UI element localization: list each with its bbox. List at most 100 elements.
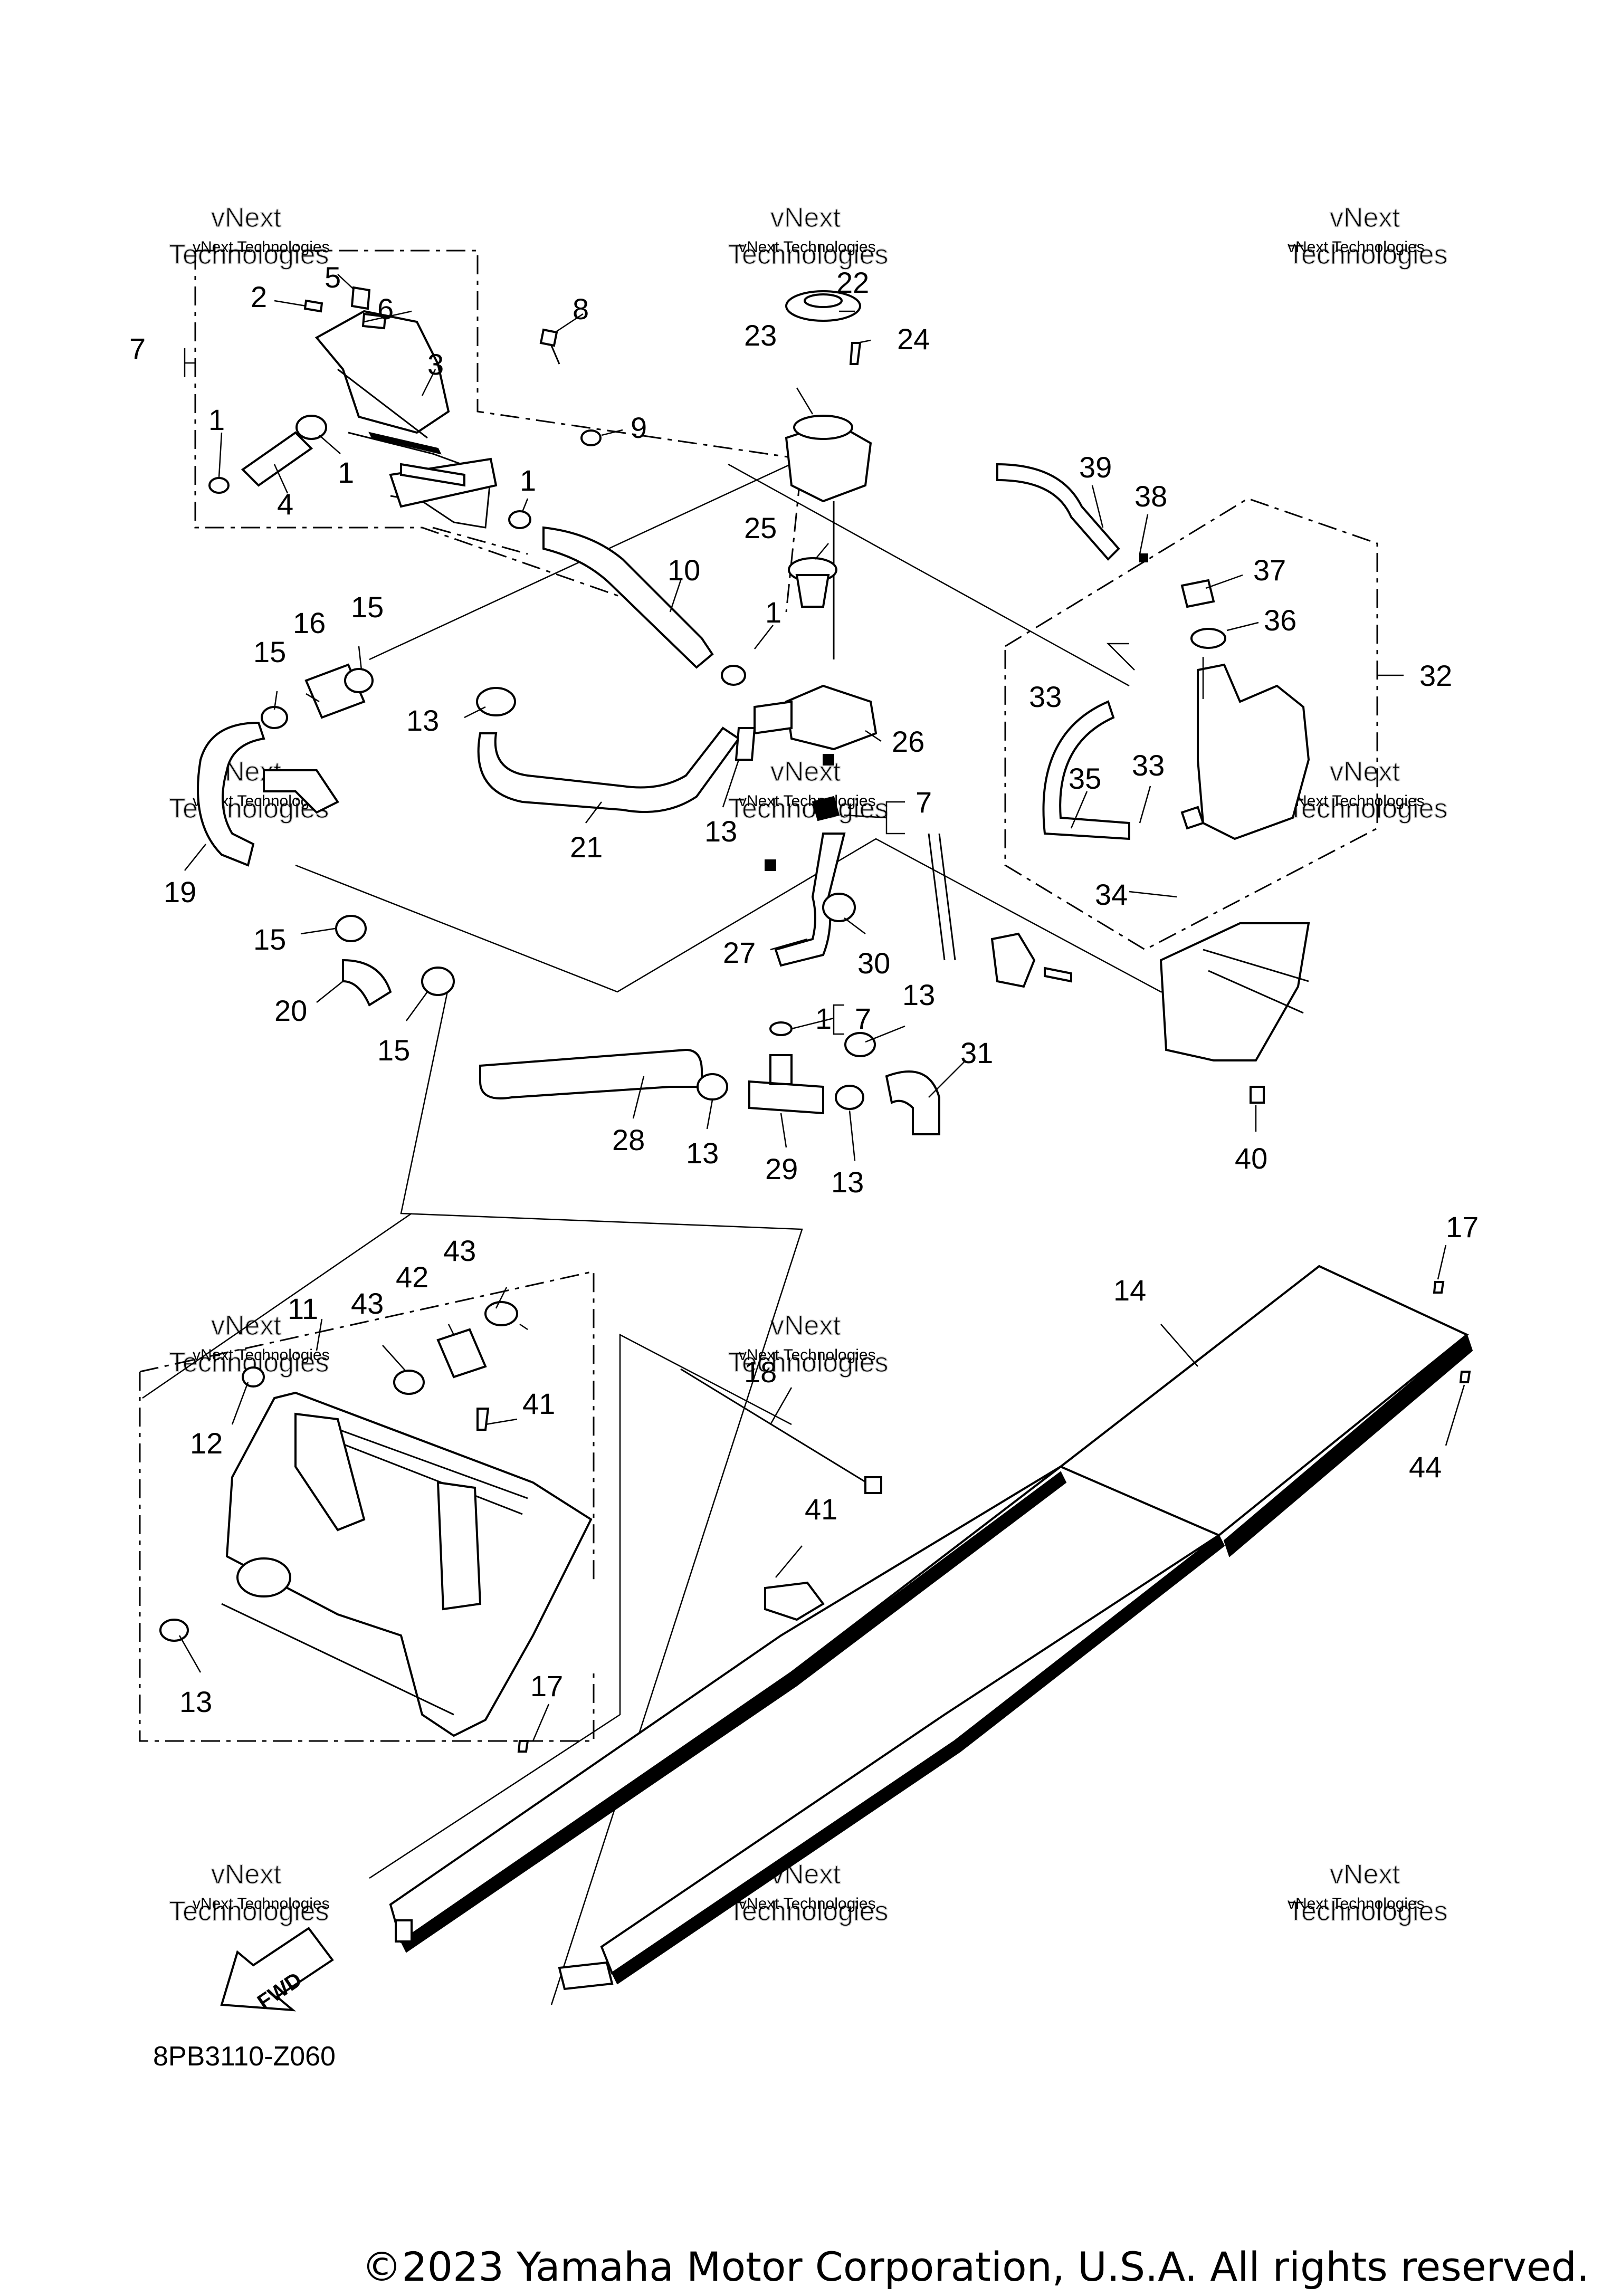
assembly-line bbox=[142, 1212, 412, 1399]
callout-label: 4 bbox=[277, 487, 293, 521]
leader-lines bbox=[178, 274, 1465, 1742]
copyright-notice: ©2023 Yamaha Motor Corporation, U.S.A. A… bbox=[361, 2243, 1589, 2290]
svg-text:Technologies: Technologies bbox=[728, 1896, 889, 1927]
callout-label: 41 bbox=[805, 1493, 837, 1526]
radiator-group-boundary bbox=[139, 1270, 595, 1742]
clamp-part bbox=[476, 687, 516, 716]
callout-label: 13 bbox=[406, 704, 439, 737]
callout-label: 14 bbox=[1113, 1274, 1146, 1307]
callout-label: 15 bbox=[351, 590, 384, 624]
callout-label: 18 bbox=[744, 1355, 777, 1389]
callout-label: 42 bbox=[396, 1260, 428, 1294]
svg-text:Technologies: Technologies bbox=[169, 1896, 329, 1927]
svg-text:vNext: vNext bbox=[211, 1859, 281, 1890]
bracket-part bbox=[928, 833, 1072, 988]
callout-label: 24 bbox=[897, 322, 930, 356]
callout-label: 12 bbox=[190, 1427, 223, 1460]
callout-label: 27 bbox=[723, 936, 756, 969]
thermostat-housing-part bbox=[754, 684, 878, 821]
svg-text:vNext Technologies: vNext Technologies bbox=[1288, 238, 1425, 256]
svg-text:vNext: vNext bbox=[1330, 203, 1400, 233]
callout-label: 35 bbox=[1069, 762, 1101, 795]
callout-label: 38 bbox=[1134, 480, 1167, 513]
cooling-channel-part bbox=[389, 1265, 1473, 1991]
watermark: vNext Technologies vNext Technologies bbox=[728, 1310, 889, 1379]
callout-label: 13 bbox=[902, 978, 935, 1011]
parts bbox=[159, 286, 1473, 1991]
svg-text:Technologies: Technologies bbox=[1288, 240, 1448, 270]
hose-part bbox=[479, 1048, 703, 1099]
svg-text:Technologies: Technologies bbox=[728, 240, 889, 270]
callout-label: 7 bbox=[916, 786, 932, 819]
assembly-line bbox=[519, 1323, 528, 1331]
clamp-part bbox=[697, 1021, 876, 1110]
group-7-boundary bbox=[194, 250, 803, 613]
callout-label: 1 bbox=[815, 1002, 832, 1035]
svg-text:vNext Technologies: vNext Technologies bbox=[193, 238, 330, 256]
clamp-part bbox=[208, 415, 746, 686]
hose-group-part bbox=[197, 663, 455, 1007]
svg-text:vNext: vNext bbox=[770, 203, 841, 233]
callout-label: 43 bbox=[443, 1234, 476, 1267]
svg-text:vNext Technologies: vNext Technologies bbox=[739, 1895, 876, 1912]
svg-text:vNext: vNext bbox=[1330, 757, 1400, 787]
callout-label: 43 bbox=[351, 1287, 384, 1320]
hose-part bbox=[241, 431, 313, 487]
watermark: vNext Technologies vNext Technologies bbox=[1287, 1859, 1448, 1927]
svg-text:vNext Technologies: vNext Technologies bbox=[1288, 792, 1425, 810]
callout-label: 6 bbox=[377, 292, 394, 326]
callout-label: 17 bbox=[1446, 1210, 1479, 1243]
svg-text:vNext: vNext bbox=[770, 1310, 841, 1341]
callout-label: 1 bbox=[520, 464, 536, 497]
assembly-line bbox=[369, 1333, 792, 1879]
diagram-code: 8PB3110-Z060 bbox=[153, 2041, 336, 2072]
watermark: vNext Technologies vNext Technologies bbox=[1287, 202, 1448, 271]
t-joint-part bbox=[748, 1054, 824, 1115]
callout-label: 23 bbox=[744, 319, 777, 352]
screw-part bbox=[303, 286, 560, 365]
callout-label: 1 bbox=[208, 403, 225, 436]
callout-label: 1 bbox=[338, 456, 354, 489]
callout-label: 39 bbox=[1079, 451, 1112, 484]
watermark: vNext Technologies vNext Technologies bbox=[168, 202, 330, 271]
screw-part bbox=[517, 1740, 529, 1753]
callout-label: 13 bbox=[179, 1685, 212, 1718]
svg-text:vNext: vNext bbox=[211, 203, 281, 233]
assembly-lines bbox=[142, 458, 1230, 2005]
callout-label: 17 bbox=[530, 1669, 563, 1702]
callout-label: 16 bbox=[293, 606, 326, 639]
group-7-bracket bbox=[184, 348, 195, 377]
assembly-line bbox=[728, 463, 1130, 687]
assembly-line bbox=[400, 986, 803, 2005]
callout-label: 19 bbox=[164, 875, 196, 908]
callout-label: 26 bbox=[892, 725, 924, 758]
svg-text:vNext Technologies: vNext Technologies bbox=[739, 792, 876, 810]
svg-text:vNext Technologies: vNext Technologies bbox=[193, 1895, 330, 1912]
callout-label: 44 bbox=[1409, 1450, 1442, 1484]
watermark: vNext Technologies vNext Technologies bbox=[1287, 756, 1448, 825]
callout-label: 2 bbox=[251, 280, 267, 313]
radiator-frame-part bbox=[159, 1366, 593, 1737]
reservoir-tank-part bbox=[1139, 553, 1310, 840]
group-boundaries bbox=[139, 250, 1404, 1742]
svg-text:vNext: vNext bbox=[211, 1310, 281, 1341]
callout-label: 36 bbox=[1264, 604, 1296, 637]
callout-label: 21 bbox=[570, 830, 603, 864]
group-32-boundary bbox=[1004, 498, 1378, 951]
svg-text:vNext: vNext bbox=[770, 757, 841, 787]
bolt-part bbox=[680, 1368, 882, 1494]
callout-label: 10 bbox=[668, 553, 700, 587]
hose-part bbox=[542, 526, 714, 669]
svg-text:Technologies: Technologies bbox=[1288, 1896, 1448, 1927]
callout-label: 33 bbox=[1132, 749, 1165, 782]
callout-label: 11 bbox=[288, 1292, 318, 1325]
callout-label: 7 bbox=[129, 332, 146, 365]
screw-part bbox=[1459, 1371, 1471, 1383]
callouts: 2 5 6 8 3 7 1 1 4 1 9 10 1 22 24 23 25 2… bbox=[129, 261, 1479, 1718]
callout-label: 22 bbox=[836, 266, 869, 299]
callout-label: 13 bbox=[686, 1136, 719, 1170]
callout-label: 15 bbox=[377, 1034, 410, 1067]
callout-label: 40 bbox=[1235, 1142, 1267, 1175]
watermark: vNext Technologies vNext Technologies bbox=[728, 756, 889, 825]
